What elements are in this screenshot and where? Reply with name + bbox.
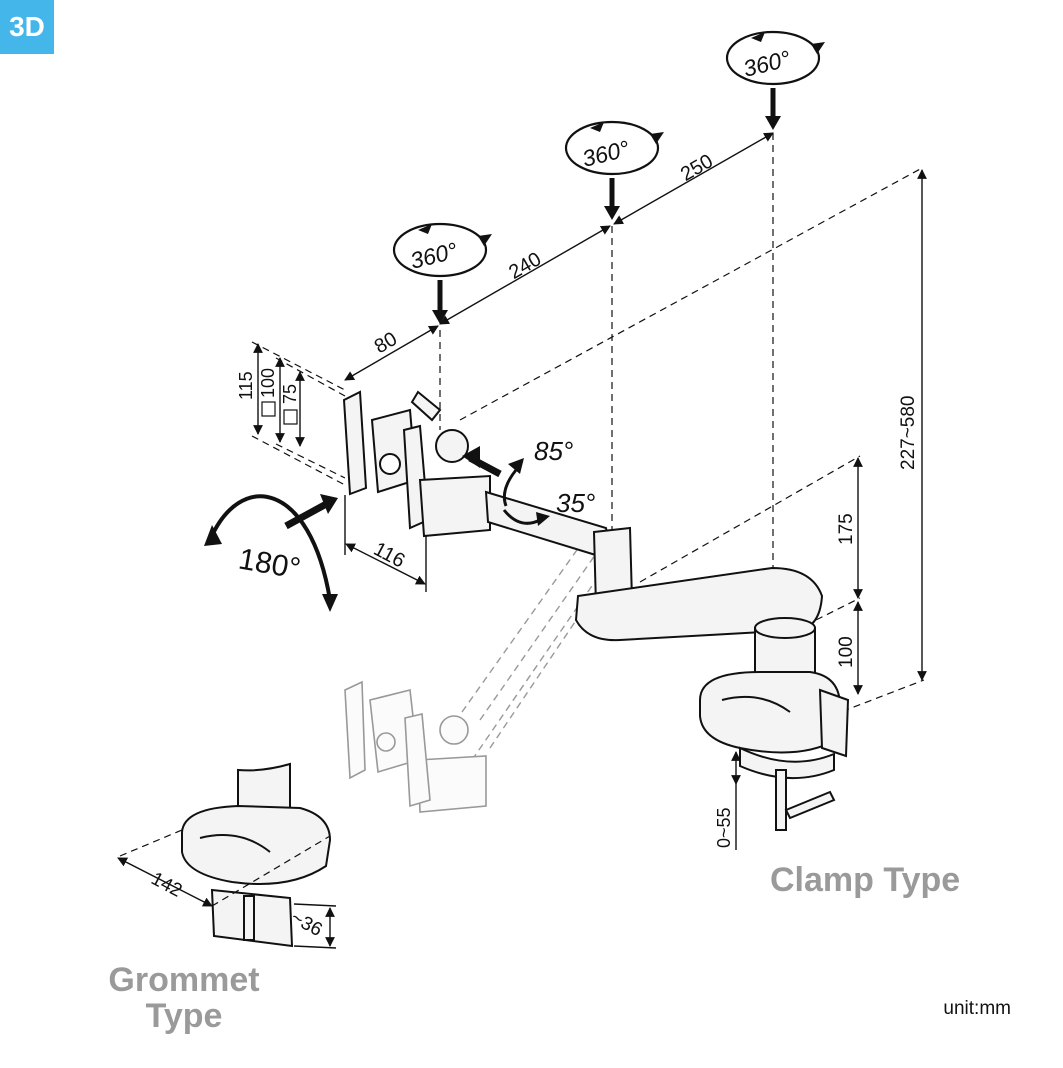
grommet-type-label: Grommet Type <box>98 962 270 1034</box>
angle-label-180: 180° <box>236 542 303 585</box>
rotation-arrowhead <box>751 32 765 42</box>
badge-label: 3D <box>9 11 45 42</box>
dim-label-height: 227~580 <box>898 396 919 471</box>
rotation-indicator-3: 360° <box>725 30 825 130</box>
clamp-screw <box>775 769 787 831</box>
rotation-arrowhead <box>590 122 604 132</box>
angle-label-35: 35° <box>556 488 595 518</box>
clamp-range-dimension: 0~55 <box>714 751 741 850</box>
dim-label-100-vesa: 100 <box>258 368 278 398</box>
dim-label-80: 80 <box>371 328 401 358</box>
tilt-indicator: 85° 35° <box>462 436 595 526</box>
ghost-arm <box>344 539 611 813</box>
dim-label-75: 75 <box>280 384 300 404</box>
push-arrow <box>284 498 332 530</box>
tilt-knob <box>435 429 469 463</box>
post-dimension: 175 100 <box>639 455 863 695</box>
rotation-arrowhead <box>418 224 432 234</box>
rotation-indicator-1: 360° <box>392 222 492 324</box>
angle-label-85: 85° <box>534 436 573 466</box>
clamp-base <box>699 671 842 754</box>
dim-label-100: 100 <box>836 636 857 668</box>
rotation-ellipse <box>725 30 821 86</box>
dim-label-240: 240 <box>505 248 545 284</box>
down-arrowhead <box>432 310 448 324</box>
vesa-plate <box>342 390 368 496</box>
clamp-type-label: Clamp Type <box>770 861 961 899</box>
tilt-housing <box>418 474 491 538</box>
grommet-label-line1: Grommet <box>108 961 260 999</box>
dim-label-clamp: 0~55 <box>714 807 734 848</box>
monitor-arm <box>342 390 850 831</box>
unit-label: unit:mm <box>943 998 1011 1019</box>
down-arrowhead <box>765 116 781 130</box>
grommet-base: 142 ~36 <box>117 762 337 949</box>
grommet-label-line2: Type <box>145 997 223 1035</box>
dim-label-250: 250 <box>677 150 717 186</box>
3d-badge: 3D <box>0 0 54 54</box>
rotation-arrowhead <box>811 42 825 54</box>
dim-label-175: 175 <box>836 513 857 545</box>
rotation-180-indicator: 180° <box>204 494 338 612</box>
dim-label-142: 142 <box>148 868 186 901</box>
down-arrowhead <box>604 206 620 220</box>
rotation-indicator-2: 360° <box>564 120 664 220</box>
dim-label-36: ~36 <box>287 907 325 941</box>
dim-label-116: 116 <box>370 538 408 572</box>
dim-label-115: 115 <box>236 371 256 400</box>
